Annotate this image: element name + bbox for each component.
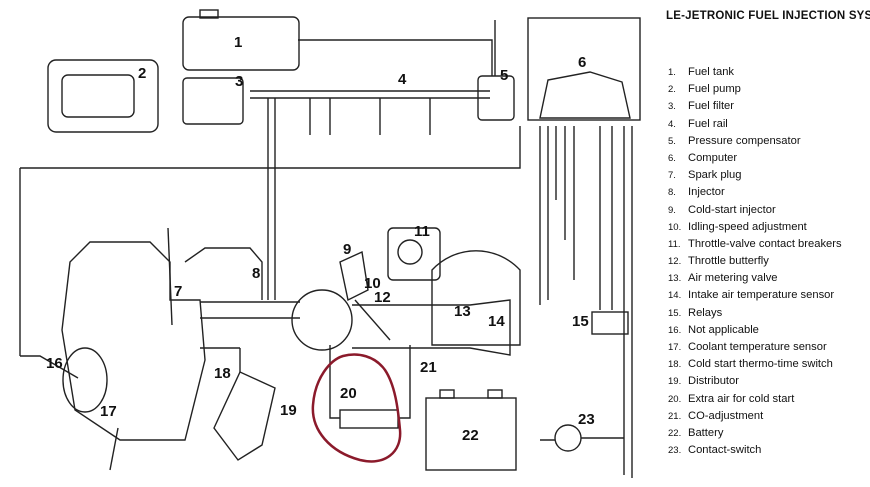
callout-10: 10 [364,275,381,292]
callout-18: 18 [214,365,231,382]
legend-item: 13.Air metering valve [668,272,778,285]
legend-item: 21.CO-adjustment [668,409,764,422]
extra-air-valve [339,409,399,429]
callout-11: 11 [414,223,430,240]
legend-item: 19.Distributor [668,375,739,388]
callout-2: 2 [138,65,146,82]
callout-23: 23 [578,411,595,428]
legend-item: 23.Contact-switch [668,444,762,457]
throttle-body [291,289,353,351]
cold-start-injector [339,250,369,302]
spark-plug [167,227,173,326]
callout-8: 8 [252,265,260,282]
callout-7: 7 [174,283,182,300]
callout-4: 4 [398,71,407,88]
engine-block [61,241,206,441]
legend-item: 5.Pressure compensator [668,134,801,147]
legend-item: 17.Coolant temperature sensor [668,341,827,353]
callout-12: 12 [374,289,391,306]
callout-6: 6 [578,54,586,71]
callout-16: 16 [46,355,63,372]
contact-switch [554,424,582,452]
callout-17: 17 [100,403,117,420]
legend-item: 11.Throttle-valve contact breakers [668,237,842,250]
legend-item: 6.Computer [668,151,738,164]
callout-3: 3 [235,73,243,90]
computer-box [527,17,641,121]
legend-item: 12.Throttle butterfly [668,255,769,268]
legend-item: 14.Intake air temperature sensor [668,289,835,302]
fuel-pump [61,74,135,118]
highlight-circle [311,353,402,463]
legend-item: 15.Relays [668,306,723,319]
legend-item: 9.Cold-start injector [668,203,776,216]
air-metering-valve [431,250,521,346]
legend-item: 22.Battery [668,426,724,439]
legend-list: 1.Fuel tank 2.Fuel pump 3.Fuel filter 4.… [668,64,842,459]
throttle-contact-breakers [387,227,441,281]
callout-15: 15 [572,313,589,330]
callout-20: 20 [340,385,357,402]
legend-item: 7.Spark plug [668,169,742,182]
callout-13: 13 [454,303,471,320]
pressure-compensator [477,75,515,121]
legend-item: 18.Cold start thermo-time switch [668,358,833,371]
relays-box [591,311,629,335]
battery [425,397,517,471]
callout-5: 5 [500,67,508,84]
fuel-tank [182,16,300,71]
legend-item: 8.Injector [668,186,725,199]
callout-14: 14 [488,313,505,330]
callout-21: 21 [420,359,437,376]
fuel-filter [182,77,244,125]
callout-22: 22 [462,427,479,444]
callout-19: 19 [280,402,297,419]
legend-item: 4.Fuel rail [668,117,728,130]
distributor [213,371,276,461]
legend-item: 20.Extra air for cold start [668,392,795,405]
callout-1: 1 [234,34,242,51]
fuel-system-diagram: 1 2 3 4 5 6 7 8 9 10 11 12 13 14 15 16 1… [19,9,641,478]
legend-item: 1.Fuel tank [668,66,735,78]
diagram-title: LE-JETRONIC FUEL INJECTION SYST [666,10,870,22]
legend-item: 3.Fuel filter [668,100,735,113]
legend-item: 2.Fuel pump [668,83,741,96]
legend-item: 10.Idling-speed adjustment [668,220,807,233]
legend-item: 16.Not applicable [668,323,759,336]
callout-9: 9 [343,241,351,258]
